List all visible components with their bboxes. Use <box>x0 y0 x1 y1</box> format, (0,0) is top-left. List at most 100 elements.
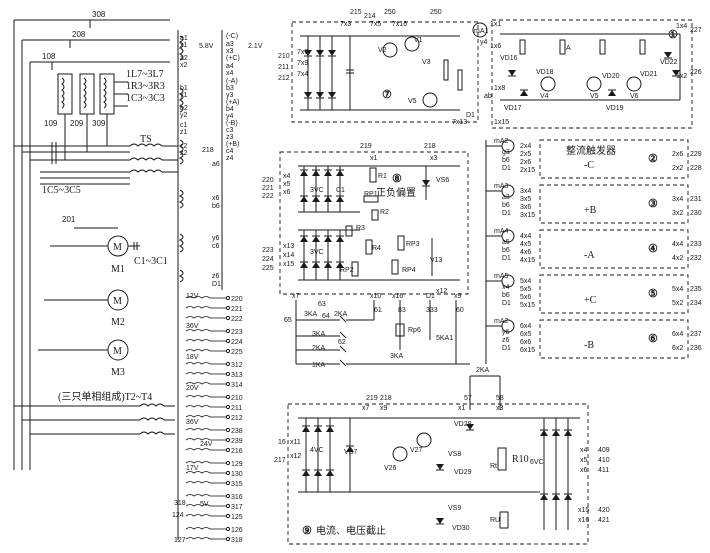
winding-coil <box>185 527 211 530</box>
winding-coil <box>185 494 211 497</box>
svg-text:62: 62 <box>338 339 346 346</box>
output-terminal-label: 239 <box>231 438 243 445</box>
trigger-pin-left: a3 <box>502 194 510 201</box>
svg-text:x4: x4 <box>283 173 291 180</box>
svg-text:y1: y1 <box>180 92 188 99</box>
diode <box>312 236 320 242</box>
trigger-block-frame <box>539 274 689 314</box>
svg-text:z3: z3 <box>226 134 234 141</box>
svg-text:x6: x6 <box>212 195 220 202</box>
output-terminal-label: 314 <box>231 382 243 389</box>
diode <box>328 92 336 98</box>
svg-text:a6: a6 <box>212 161 220 168</box>
output-terminal-label: 210 <box>231 395 243 402</box>
wire-309: 309 <box>92 119 106 128</box>
svg-text:3VC: 3VC <box>310 187 324 194</box>
output-terminal-label: 238 <box>231 428 243 435</box>
output-terminal-label: 313 <box>231 372 243 379</box>
voltage-2-1v: 2.1V <box>248 43 263 50</box>
winding-coil <box>185 306 211 309</box>
svg-text:ab: ab <box>484 93 492 100</box>
svg-text:1x4: 1x4 <box>676 23 687 30</box>
diode <box>312 262 320 268</box>
output-terminal-label: 129 <box>231 461 243 468</box>
trigger-pin-right: 5x15 <box>520 302 535 309</box>
svg-text:VS9: VS9 <box>448 505 461 512</box>
motor-m3-label: M3 <box>111 367 125 378</box>
winding-coil <box>185 448 211 451</box>
trigger-out: 237 <box>690 331 702 338</box>
diode <box>324 196 332 202</box>
diode <box>664 52 672 58</box>
svg-text:214: 214 <box>364 13 376 20</box>
svg-text:VS7: VS7 <box>344 449 357 456</box>
trigger-out: 230 <box>690 210 702 217</box>
svg-text:218: 218 <box>202 147 214 154</box>
trigger-pin-right: 6x4 <box>520 323 531 330</box>
svg-text:c6: c6 <box>212 243 220 250</box>
voltage-20v: 20V <box>186 385 199 392</box>
trigger-pin-right: 4x5 <box>520 241 531 248</box>
svg-text:x7: x7 <box>292 293 300 300</box>
svg-text:R10: R10 <box>512 454 529 465</box>
diode <box>300 196 308 202</box>
svg-text:A: A <box>566 45 571 52</box>
trigger-pin-right: 3x5 <box>520 196 531 203</box>
svg-text:250: 250 <box>384 9 396 16</box>
winding-coil <box>185 362 211 365</box>
diode <box>520 90 528 96</box>
trigger-pin-left: b6 <box>502 157 510 164</box>
svg-text:y2: y2 <box>180 112 188 119</box>
svg-text:VD28: VD28 <box>454 421 472 428</box>
svg-text:x7: x7 <box>362 405 370 412</box>
svg-text:b6: b6 <box>212 203 220 210</box>
svg-text:x10: x10 <box>370 293 381 300</box>
diode <box>304 50 312 56</box>
svg-text:VD19: VD19 <box>606 105 624 112</box>
winding-coil <box>185 296 211 299</box>
svg-text:2KA: 2KA <box>476 367 490 374</box>
diode <box>304 92 312 98</box>
svg-text:y4: y4 <box>480 39 488 46</box>
trigger-pin-right: 2x15 <box>520 167 535 174</box>
svg-text:x1: x1 <box>458 405 466 412</box>
trigger-block-frame <box>539 319 689 359</box>
power-section: 308 208 108 209 309 109 1L7~3L7 1R3~3R3 … <box>13 10 178 470</box>
svg-text:1x6: 1x6 <box>490 43 501 50</box>
diode <box>346 446 354 452</box>
winding-coil <box>185 415 211 418</box>
svg-text:V5: V5 <box>590 93 599 100</box>
winding-coil <box>185 514 211 517</box>
trigger-pin-left: y6 <box>502 329 510 336</box>
output-terminal-label: 212 <box>231 415 243 422</box>
trigger-pin-left: D1 <box>502 300 511 307</box>
output-terminal-label: 216 <box>231 448 243 455</box>
svg-text:x3: x3 <box>226 48 234 55</box>
svg-text:VS8: VS8 <box>448 451 461 458</box>
winding-coil <box>185 316 211 319</box>
svg-text:R3: R3 <box>356 225 365 232</box>
svg-text:83: 83 <box>398 307 406 314</box>
svg-text:410: 410 <box>598 457 610 464</box>
diode <box>564 430 572 436</box>
terminal <box>225 381 231 387</box>
svg-text:M: M <box>113 296 122 307</box>
svg-text:3KA: 3KA <box>390 353 404 360</box>
winding-coil <box>185 461 211 464</box>
svg-text:a4: a4 <box>226 63 234 70</box>
trigger-out: 2x6 <box>672 151 683 158</box>
trigger-pin-left: b6 <box>502 247 510 254</box>
transistor-v5 <box>586 76 602 92</box>
diode <box>540 494 548 500</box>
diode <box>312 196 320 202</box>
output-terminal-label: 223 <box>231 329 243 336</box>
svg-text:x9: x9 <box>454 293 462 300</box>
output-terminal-label: 312 <box>231 362 243 369</box>
svg-text:V26: V26 <box>384 465 397 472</box>
trigger-pin-right: 4x4 <box>520 233 531 240</box>
svg-text:c2: c2 <box>180 143 188 150</box>
svg-text:221: 221 <box>262 185 274 192</box>
terminal <box>225 503 231 509</box>
diode <box>316 92 324 98</box>
trigger-out: 235 <box>690 286 702 293</box>
